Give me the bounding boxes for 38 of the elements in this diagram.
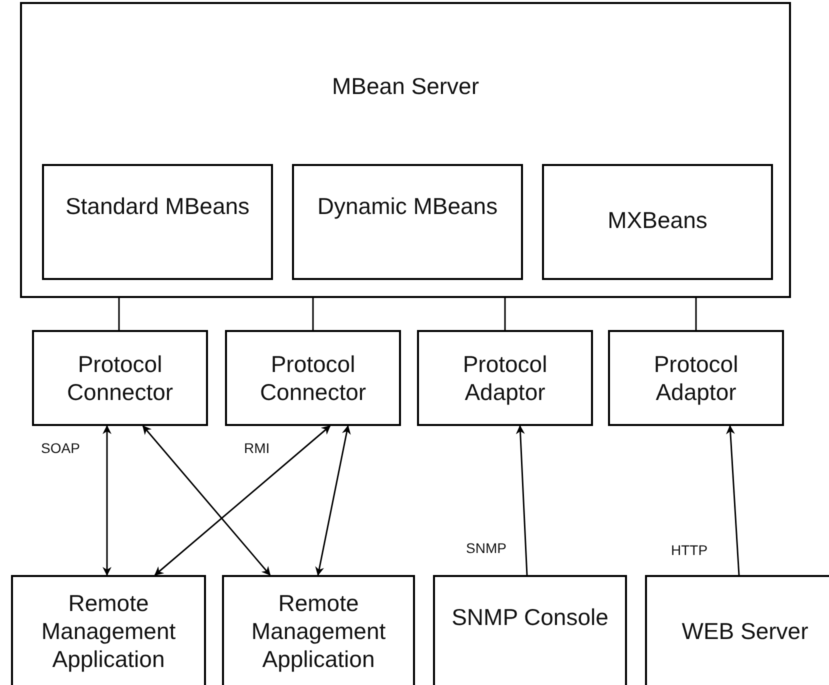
- edge-label: SOAP: [40, 440, 81, 456]
- arrow: [154, 425, 331, 576]
- connector-line: [312, 298, 314, 330]
- node-label: Protocol Connector: [66, 350, 174, 406]
- edge-label: HTTP: [670, 542, 709, 558]
- connector-line: [695, 298, 697, 330]
- container-box: [20, 2, 791, 298]
- component-box: [11, 575, 206, 685]
- node-label: Protocol Connector: [258, 350, 368, 406]
- component-box: [292, 164, 523, 280]
- arrow: [102, 425, 112, 576]
- node-label: Protocol Adaptor: [652, 350, 740, 406]
- edge-label: SNMP: [465, 540, 508, 556]
- component-box: [32, 330, 208, 426]
- node-label: Remote Management Application: [250, 589, 387, 673]
- component-box: [645, 575, 829, 685]
- connector-line: [504, 298, 506, 330]
- node-label: Remote Management Application: [40, 589, 177, 673]
- arrow: [315, 425, 351, 576]
- arrow: [516, 425, 528, 576]
- arrow: [726, 425, 740, 576]
- component-box: [225, 330, 401, 426]
- component-box: [433, 575, 627, 685]
- node-label: MXBeans: [606, 206, 708, 234]
- node-label: MBean Server: [330, 72, 480, 100]
- node-label: SNMP Console: [450, 603, 610, 631]
- component-box: [42, 164, 273, 280]
- component-box: [542, 164, 773, 280]
- arrow: [142, 425, 271, 576]
- node-label: Dynamic MBeans: [316, 192, 499, 220]
- component-box: [608, 330, 784, 426]
- node-label: WEB Server: [680, 617, 810, 645]
- node-label: Protocol Adaptor: [462, 350, 548, 406]
- connector-line: [118, 298, 120, 330]
- node-label: Standard MBeans: [64, 192, 251, 220]
- component-box: [417, 330, 593, 426]
- component-box: [222, 575, 415, 685]
- edge-label: RMI: [243, 440, 271, 456]
